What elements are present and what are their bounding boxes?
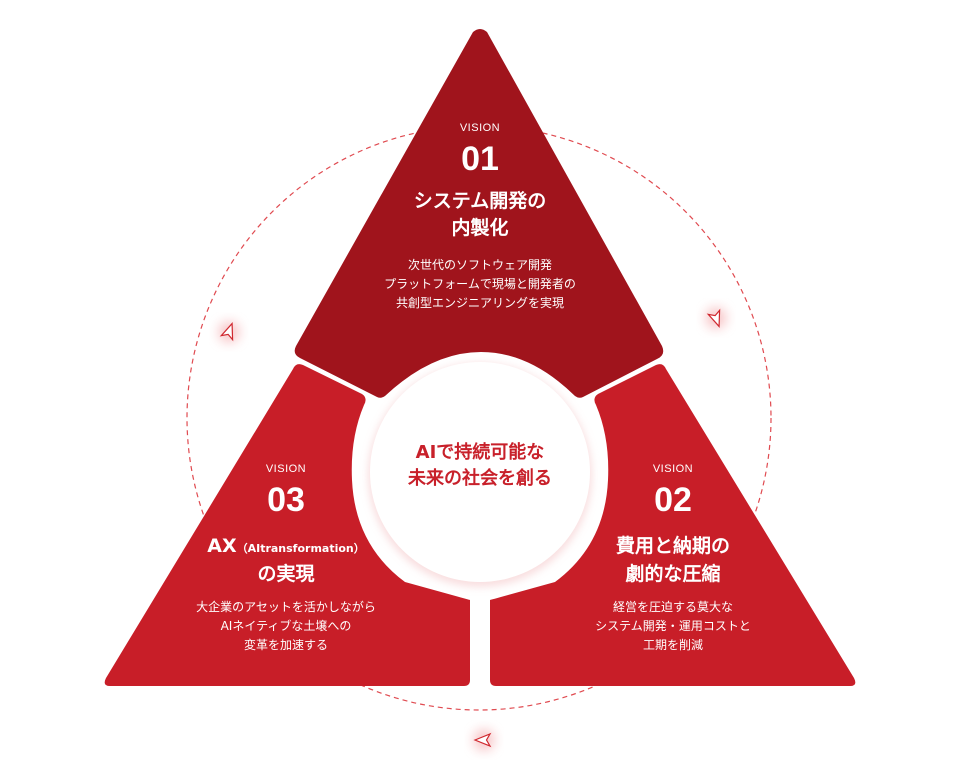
vision-01-number: 01: [461, 140, 499, 178]
vision-02-number: 02: [654, 481, 692, 519]
cycle-circle: [186, 125, 772, 711]
vision-01-desc-line3: 共創型エンジニアリングを実現: [395, 296, 564, 310]
vision-01-desc-line1: 次世代のソフトウェア開発: [407, 258, 552, 272]
vision-03-title-main: AX: [207, 535, 237, 557]
center-message-line2: 未来の社会を創る: [408, 468, 552, 489]
vision-02-title-line2: 劇的な圧縮: [625, 563, 721, 585]
vision-03-triangle: [104, 364, 471, 686]
center-message-line1: AIで持続可能な: [415, 442, 545, 463]
vision-02-desc-line2: システム開発・運用コストと: [595, 619, 751, 633]
vision-01-label: VISION: [459, 122, 501, 134]
vision-03-number: 03: [267, 481, 305, 519]
vision-02-desc-line1: 経営を圧迫する莫大な: [612, 600, 733, 614]
center-circle: [370, 362, 590, 582]
vision-03-desc-line2: AIネイティブな土壌への: [220, 619, 352, 633]
vision-02-label: VISION: [652, 463, 694, 475]
vision-03-desc-line1: 大企業のアセットを活かしながら: [196, 600, 376, 614]
vision-03-desc-line3: 変革を加速する: [243, 638, 328, 652]
vision-02-title-line1: 費用と納期の: [615, 535, 730, 557]
arrowhead-icon: [219, 322, 234, 342]
vision-02-triangle: [490, 364, 856, 686]
arrowhead-icon: [706, 308, 721, 328]
vision-03-label: VISION: [265, 463, 307, 475]
vision-03-title-paren: （AItransformation）: [236, 542, 365, 555]
vision-03-title-line1: AX（AItransformation）: [186, 533, 386, 562]
vision-01-title-line2: 内製化: [451, 217, 509, 239]
vision-01-triangle: [294, 29, 664, 398]
arrowhead-icon: [473, 732, 492, 748]
vision-02-desc-line3: 工期を削減: [642, 638, 703, 652]
vision-03-title-line2: の実現: [257, 563, 315, 585]
vision-01-desc-line2: プラットフォームで現場と開発者の: [384, 277, 576, 291]
vision-01-title-line1: システム開発の: [413, 190, 547, 212]
